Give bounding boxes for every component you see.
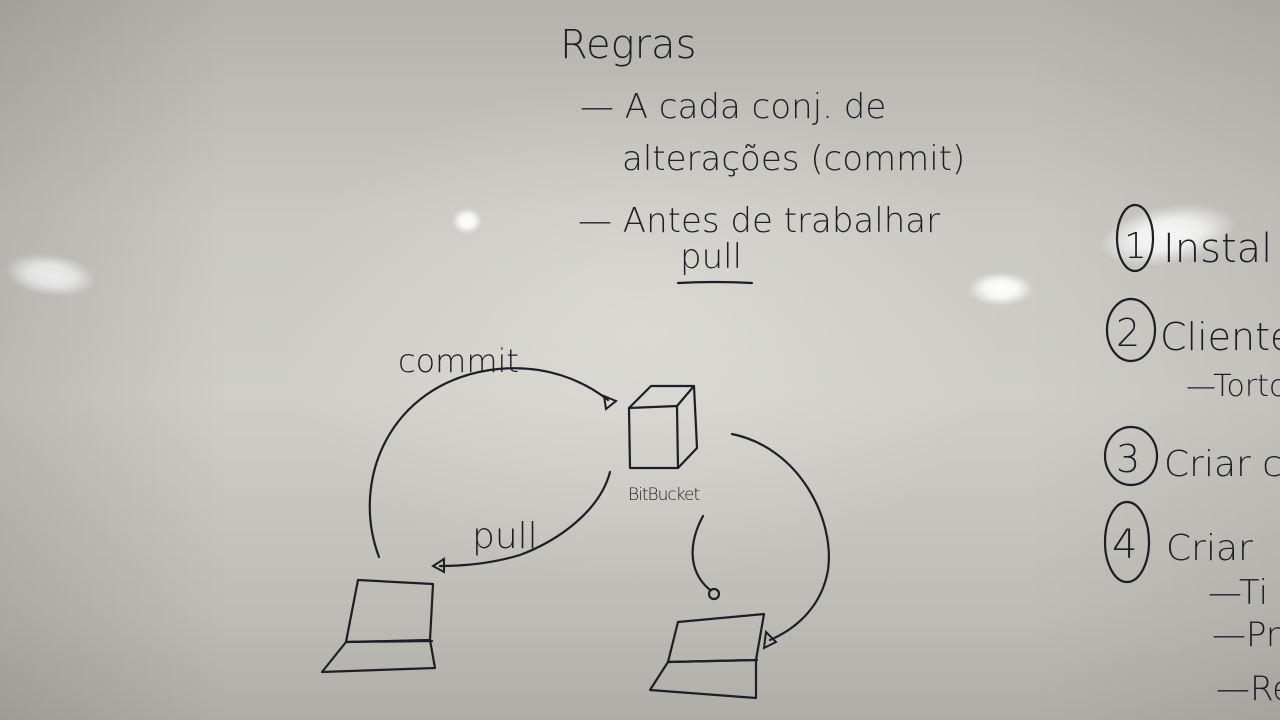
server-label: BitBucket [628,485,699,505]
laptop-left-icon [320,578,437,674]
commit-label: commit [398,342,519,380]
step-4-circle-icon [1103,500,1151,584]
step-1-circle-icon [1115,203,1155,273]
step-3-text: Criar co [1164,444,1280,485]
rule-line-4: pull [680,237,742,277]
light-reflection-right-low [968,272,1034,306]
step-4-text: Criar [1166,528,1253,569]
long-arrowhead-icon [762,629,778,650]
server-to-right-laptop-arrow [691,514,712,592]
step-4-subitem-1: —Ti [1208,573,1268,613]
step-2-text: Cliente [1160,315,1280,359]
step-3-circle-icon [1103,425,1159,487]
pull-arrow [438,470,612,568]
step-2-circle-icon [1105,297,1157,363]
step-2-subitem: —Tortoi [1186,369,1280,404]
arrow-dot-icon [707,587,721,601]
pull-arrowhead-icon [431,557,445,574]
pull-label: pull [472,516,538,557]
board-title: Regras [560,22,696,68]
step-2-number: 2 [1116,311,1140,355]
step-4-subitem-2: —Pr [1212,615,1280,655]
step-3-number: 3 [1116,437,1140,481]
step-4-subitem-3: —Re [1216,669,1280,709]
rule-line-3: — Antes de trabalhar [578,201,940,241]
server-cube-icon [627,384,699,470]
rule-line-2: alterações (commit) [622,139,965,179]
step-1-number: 1 [1124,226,1147,267]
step-1-text: Instal [1163,226,1272,272]
pull-underline [676,280,754,285]
server-to-right-laptop-long-arrow [730,432,830,642]
laptop-right-icon [648,612,766,700]
commit-arrow [368,367,610,559]
commit-arrowhead-icon [602,394,618,411]
step-4-number: 4 [1112,522,1137,568]
rule-line-1: — A cada conj. de [580,87,886,127]
light-reflection-center [452,208,482,234]
